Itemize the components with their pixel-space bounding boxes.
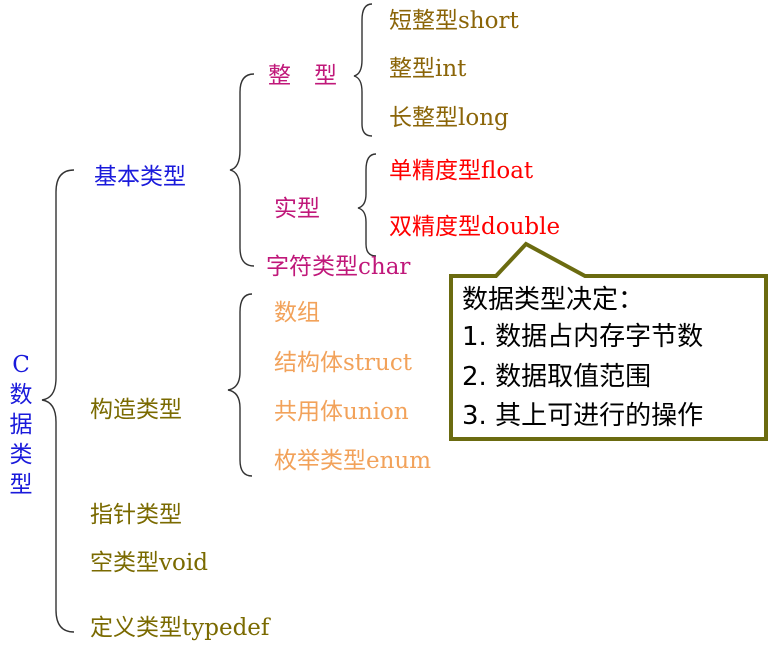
real-type-label: 实型: [274, 196, 320, 222]
double-type-label: 双精度型double: [389, 214, 561, 240]
integer-brace: [353, 3, 373, 137]
callout-item-1: 1. 数据占内存字节数: [462, 322, 704, 352]
long-type-label: 长整型long: [389, 105, 509, 131]
struct-type-label: 结构体struct: [274, 350, 412, 376]
array-type-label: 数组: [274, 300, 320, 326]
float-type-label: 单精度型float: [389, 158, 534, 184]
pointer-type-label: 指针类型: [90, 502, 182, 528]
int-type-label: 整型int: [389, 56, 467, 82]
union-type-label: 共用体union: [274, 399, 409, 425]
basic-types-label: 基本类型: [94, 164, 186, 190]
basic-brace: [229, 73, 255, 267]
integer-type-label: 整 型: [268, 63, 337, 89]
enum-type-label: 枚举类型enum: [274, 448, 432, 474]
typedef-label: 定义类型typedef: [90, 615, 270, 641]
callout-item-2: 2. 数据取值范围: [462, 362, 652, 392]
char-type-label: 字符类型char: [266, 254, 411, 280]
constructed-brace: [227, 293, 253, 477]
root-brace: [41, 169, 75, 633]
void-type-label: 空类型void: [90, 550, 208, 576]
constructed-types-label: 构造类型: [90, 397, 182, 423]
callout-box: [449, 241, 768, 441]
callout-title: 数据类型决定：: [462, 285, 645, 315]
callout-item-3: 3. 其上可进行的操作: [462, 401, 704, 431]
short-type-label: 短整型short: [389, 8, 519, 34]
root-label-c-data-types: C 数 据 类 型: [9, 352, 33, 498]
real-brace: [357, 153, 377, 257]
